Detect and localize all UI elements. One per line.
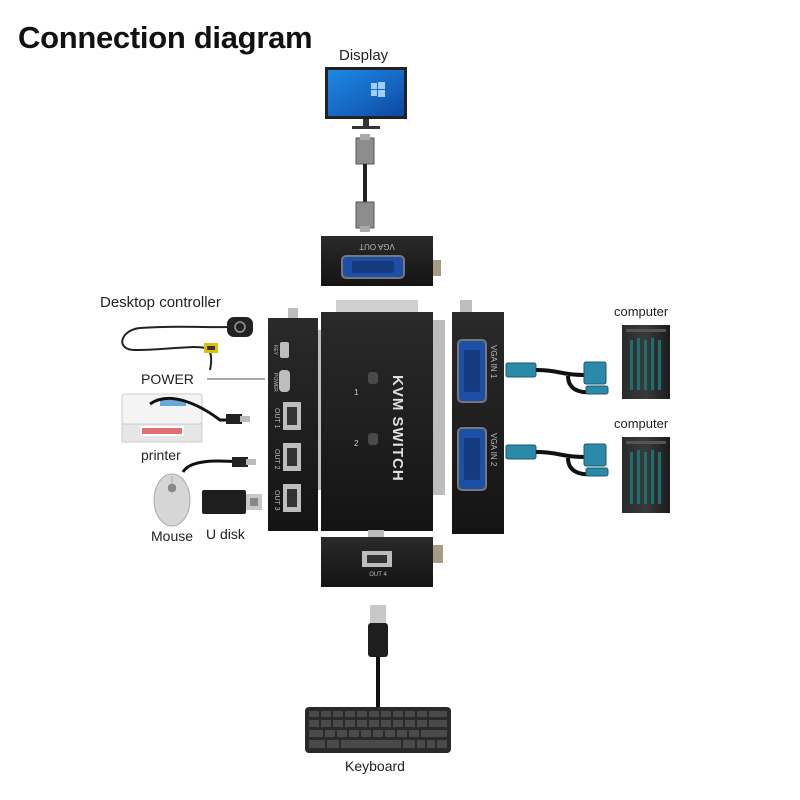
- out-4-marking: OUT 4: [369, 572, 387, 578]
- vga-out-panel: VGA OUT: [321, 236, 441, 286]
- vga-in-panel: VGA IN 1 VGA IN 2: [452, 300, 504, 534]
- display-monitor-icon: [325, 67, 407, 129]
- u-disk-label: U disk: [206, 526, 245, 542]
- key-marking: KEY: [272, 345, 278, 356]
- keyboard-icon: [305, 707, 451, 753]
- desktop-controller-label: Desktop controller: [100, 294, 221, 311]
- printer-icon: [121, 393, 250, 443]
- u-disk-icon: [202, 490, 262, 514]
- vga-cable-display: [355, 134, 375, 232]
- out-2-marking: OUT 2: [273, 449, 280, 470]
- switch-button-2-icon: [368, 433, 378, 445]
- switch-button-1-icon: [368, 372, 378, 384]
- kvm-switch-body: 1 2 KVM SWITCH: [309, 300, 445, 531]
- display-label: Display: [339, 47, 389, 64]
- out-4-panel: OUT 4: [321, 530, 443, 587]
- diagram-title: Connection diagram: [18, 20, 313, 55]
- power-marking: POWER: [272, 373, 278, 392]
- vga-out-marking: VGA OUT: [359, 242, 395, 251]
- button-1-marking: 1: [354, 388, 359, 397]
- mouse-label: Mouse: [151, 528, 194, 544]
- mouse-icon: [153, 457, 256, 527]
- printer-label: printer: [141, 447, 181, 463]
- computer-2-icon: [622, 437, 670, 513]
- out-3-marking: OUT 3: [273, 490, 280, 511]
- vga-in-1-marking: VGA IN 1: [489, 345, 498, 379]
- computer-1-label: computer: [614, 304, 669, 319]
- button-2-marking: 2: [354, 439, 359, 448]
- computer-1-icon: [622, 325, 670, 399]
- keyboard-label: Keyboard: [345, 758, 405, 774]
- computer-2-label: computer: [614, 416, 669, 431]
- power-port-icon: [279, 370, 290, 392]
- power-label: POWER: [141, 371, 194, 387]
- left-port-panel: KEY POWER OUT 1 OUT 2 OUT 3: [268, 308, 318, 531]
- key-port-icon: [280, 342, 289, 358]
- desktop-controller-icon: [121, 317, 253, 371]
- vga-cable-computer-1: [505, 361, 609, 395]
- out-1-marking: OUT 1: [273, 408, 280, 429]
- kvm-switch-marking: KVM SWITCH: [389, 375, 406, 482]
- vga-in-2-marking: VGA IN 2: [489, 433, 498, 467]
- vga-cable-computer-2: [505, 443, 609, 477]
- keyboard-usb-cable: [368, 605, 388, 709]
